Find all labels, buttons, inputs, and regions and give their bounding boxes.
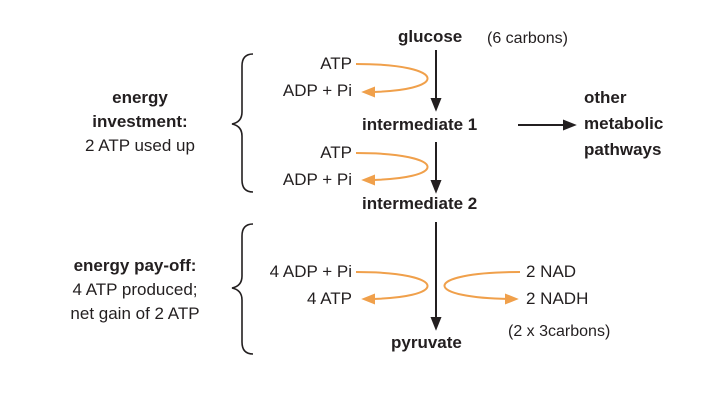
pyruvate-label: pyruvate (391, 333, 462, 352)
investment-summary: 2 ATP used up (85, 136, 195, 155)
orange-loop-step1 (355, 63, 429, 98)
orange-loop-step2 (355, 152, 429, 186)
brace-investment (231, 53, 254, 193)
payoff-net-gain: net gain of 2 ATP (70, 304, 200, 323)
other-pathways-line3: pathways (584, 140, 662, 159)
payoff-produced: 4 ATP produced; (72, 280, 198, 299)
nadh-output: 2 NADH (526, 289, 589, 308)
payoff-heading: energy pay-off: (73, 256, 197, 275)
pyruvate-carbon-note: (2 x 3carbons) (508, 323, 611, 340)
investment-heading-line2: investment: (92, 112, 188, 131)
brace-payoff (231, 223, 254, 355)
step1-atp-input: ATP (320, 54, 352, 73)
payoff-adp-input: 4 ADP + Pi (269, 262, 352, 281)
payoff-atp-output: 4 ATP (306, 289, 352, 308)
investment-heading-line1: energy (112, 88, 168, 107)
orange-curve-nad-reduction (443, 271, 521, 305)
glucose-label: glucose (398, 27, 463, 46)
step2-atp-input: ATP (320, 143, 352, 162)
orange-curve-atp-production (355, 271, 429, 305)
step1-adp-output: ADP + Pi (282, 81, 352, 100)
nad-input: 2 NAD (526, 262, 577, 281)
other-pathways-line2: metabolic (584, 114, 664, 133)
step2-adp-output: ADP + Pi (282, 170, 352, 189)
glucose-carbon-note: (6 carbons) (487, 30, 568, 47)
other-pathways-line1: other (584, 88, 627, 107)
intermediate2-label: intermediate 2 (362, 194, 478, 213)
intermediate1-label: intermediate 1 (362, 115, 478, 134)
